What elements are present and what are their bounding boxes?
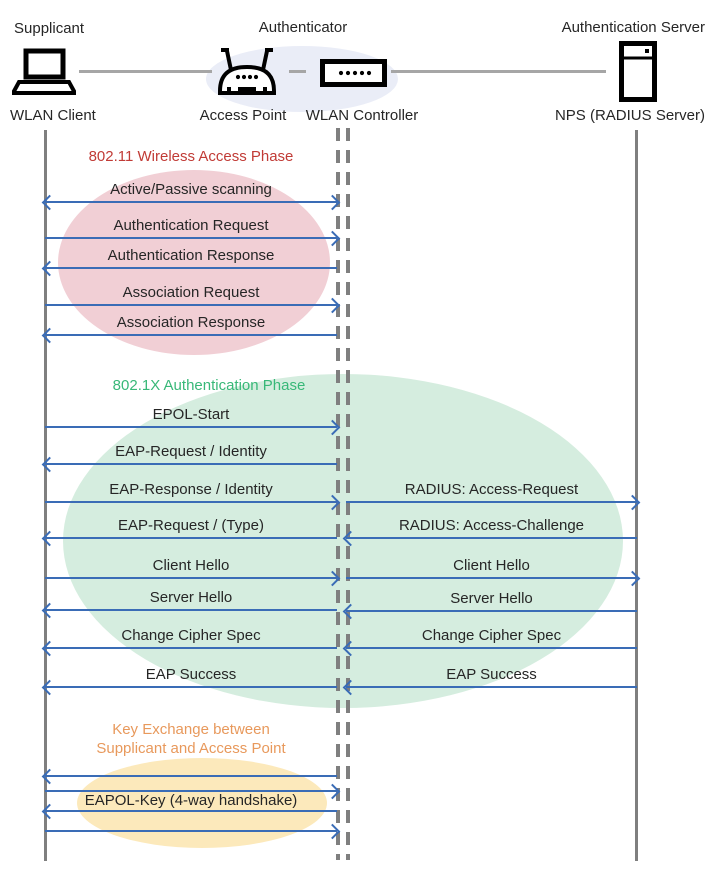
message-client-hello-left: Client Hello [45, 557, 341, 587]
authenticator-role-label: Authenticator [258, 19, 348, 36]
key-exchange-phase-title: Key Exchange between Supplicant and Acce… [45, 720, 337, 758]
wlan-controller-lifeline-left [336, 128, 340, 860]
message-epol-start: EPOL-Start [45, 406, 341, 436]
arrow-left [41, 602, 337, 619]
message-authentication-request: Authentication Request [45, 217, 341, 247]
access-point-label: Access Point [199, 107, 287, 124]
message-association-request: Association Request [45, 284, 341, 314]
arrow-right [346, 570, 641, 587]
message-change-cipher-spec-right: Change Cipher Spec [342, 627, 637, 657]
nps-lifeline [635, 130, 638, 861]
authentication-phase-ellipse [63, 374, 623, 708]
message-association-response: Association Response [41, 314, 337, 344]
message-eap-request-identity: EAP-Request / Identity [41, 443, 337, 473]
wlan-client-label: WLAN Client [10, 107, 96, 124]
server-tower-icon [619, 41, 657, 102]
arrow-left [342, 530, 637, 547]
arrow-left [342, 679, 637, 696]
wlan-controller-label: WLAN Controller [305, 107, 419, 124]
message-change-cipher-spec-left: Change Cipher Spec [41, 627, 337, 657]
message-eap-request-type: EAP-Request / (Type) [41, 517, 337, 547]
arrow-right [45, 494, 341, 511]
message-radius-access-request: RADIUS: Access-Request [346, 481, 641, 511]
nps-label: NPS (RADIUS Server) [554, 107, 705, 124]
message-authentication-response: Authentication Response [41, 247, 337, 277]
arrow-left [342, 603, 637, 620]
wireless-router-icon [218, 48, 276, 95]
handshake-arrow-4 [45, 823, 341, 840]
handshake-arrow-3 [41, 803, 337, 820]
arrow-right [45, 230, 341, 247]
wireless-access-phase-ellipse [58, 170, 330, 355]
authentication-phase-title: 802.1X Authentication Phase [112, 377, 306, 394]
arrow-left [41, 327, 337, 344]
client-ap-connector [79, 70, 212, 73]
message-server-hello-right: Server Hello [342, 590, 637, 620]
arrow-left [41, 640, 337, 657]
ap-controller-connector [289, 70, 306, 73]
wireless-access-phase-title: 802.11 Wireless Access Phase [88, 148, 294, 165]
eapol-key-label: EAPOL-Key (4-way handshake) [84, 792, 298, 809]
key-exchange-title-line2: Supplicant and Access Point [96, 740, 286, 757]
message-active-passive-scanning: Active/Passive scanning [41, 181, 341, 211]
controller-box-icon [320, 59, 387, 87]
key-exchange-ellipse [77, 758, 327, 848]
arrow-both [41, 194, 341, 211]
message-server-hello-left: Server Hello [41, 589, 337, 619]
message-radius-access-challenge: RADIUS: Access-Challenge [342, 517, 637, 547]
laptop-icon [12, 48, 76, 95]
arrow-left [41, 260, 337, 277]
arrow-right [45, 570, 341, 587]
key-exchange-title-line1: Key Exchange between [112, 721, 270, 738]
arrow-right [45, 419, 341, 436]
handshake-arrow-1 [41, 768, 337, 785]
wlan-client-lifeline [44, 130, 47, 861]
arrow-left [41, 679, 337, 696]
message-client-hello-right: Client Hello [346, 557, 641, 587]
arrow-right [45, 297, 341, 314]
handshake-arrow-2 [45, 783, 341, 800]
message-eap-response-identity: EAP-Response / Identity [45, 481, 341, 511]
arrow-right [346, 494, 641, 511]
controller-server-connector [391, 70, 606, 73]
arrow-left [41, 530, 337, 547]
message-eap-success-left: EAP Success [41, 666, 337, 696]
auth-server-role-label: Authentication Server [561, 19, 705, 36]
arrow-left [342, 640, 637, 657]
message-eap-success-right: EAP Success [342, 666, 637, 696]
supplicant-role-label: Supplicant [14, 20, 85, 37]
wlan-controller-lifeline-right [346, 128, 350, 860]
arrow-left [41, 456, 337, 473]
